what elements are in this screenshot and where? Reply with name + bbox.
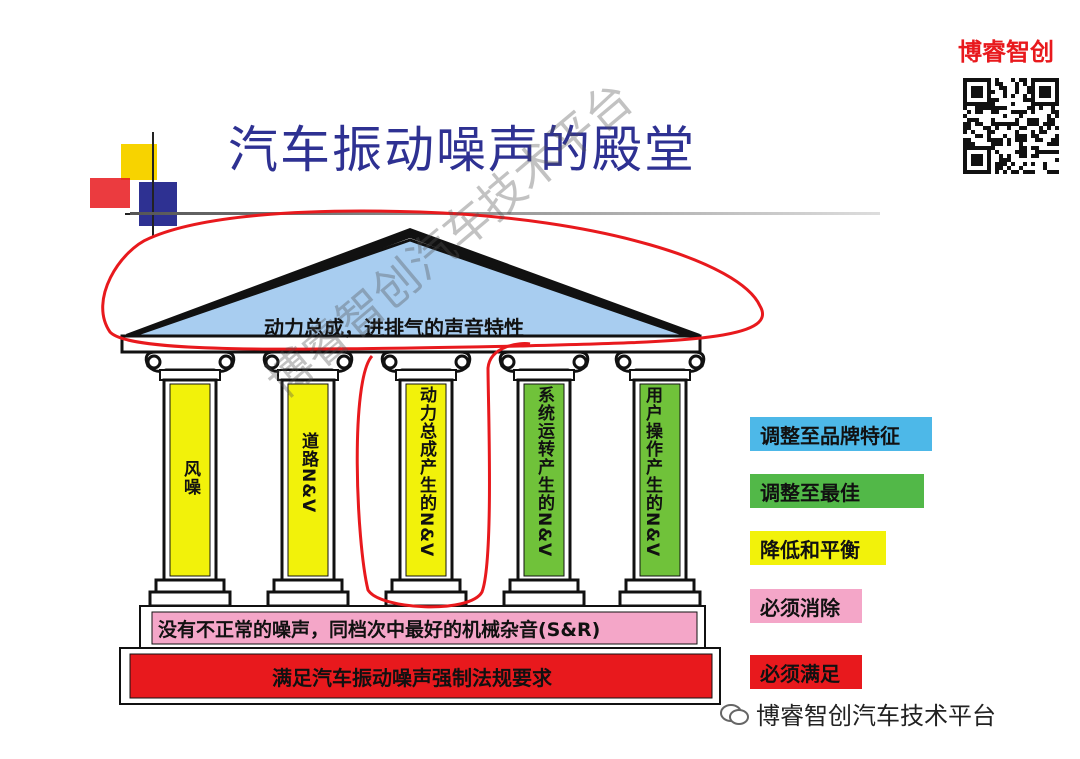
column-base-5 xyxy=(624,578,696,594)
annotation-roof-ellipse xyxy=(101,209,764,351)
watermark-bottom-text: 博睿智创汽车技术平台 xyxy=(756,702,996,730)
column-label-4: 系统运转产生的N&V xyxy=(534,386,554,558)
legend-item-brand: 调整至品牌特征 xyxy=(750,417,932,451)
title-rule xyxy=(130,212,880,215)
column-fill-4 xyxy=(523,383,565,577)
column-base-1 xyxy=(154,578,226,594)
lower-band xyxy=(129,653,713,699)
upper-band-label: 没有不正常的噪声，同档次中最好的机械杂音(S&R) xyxy=(158,619,601,641)
wechat-icon xyxy=(720,703,749,725)
column-label-3: 动力总成产生的N&V xyxy=(416,386,436,558)
lower-band-label: 满足汽车振动噪声强制法规要求 xyxy=(272,666,552,690)
annotation-column-loop xyxy=(355,342,531,609)
column-base-3 xyxy=(390,578,462,594)
column-label-5: 用户操作产生的N&V xyxy=(642,386,662,558)
legend-item-must-meet: 必须满足 xyxy=(750,655,862,689)
column-fill-3 xyxy=(405,383,447,577)
column-base-2 xyxy=(272,578,344,594)
column-fill-2 xyxy=(287,383,329,577)
brand-logo: 博睿智创 xyxy=(958,38,1054,66)
qr-code-icon xyxy=(963,78,1059,174)
column-label-2: 道路N&V xyxy=(298,432,318,514)
legend-item-reduce: 降低和平衡 xyxy=(750,531,886,565)
column-fill-5 xyxy=(639,383,681,577)
column-label-1: 风噪 xyxy=(180,460,200,496)
upper-band xyxy=(151,611,698,645)
column-fill-1 xyxy=(169,383,211,577)
watermark-bottom: 博睿智创汽车技术平台 xyxy=(720,696,996,731)
pediment-label: 动力总成，进排气的声音特性 xyxy=(264,316,524,340)
legend-item-best: 调整至最佳 xyxy=(750,474,924,508)
legend-item-eliminate: 必须消除 xyxy=(750,589,862,623)
column-base-4 xyxy=(508,578,580,594)
page-title: 汽车振动噪声的殿堂 xyxy=(228,121,696,179)
